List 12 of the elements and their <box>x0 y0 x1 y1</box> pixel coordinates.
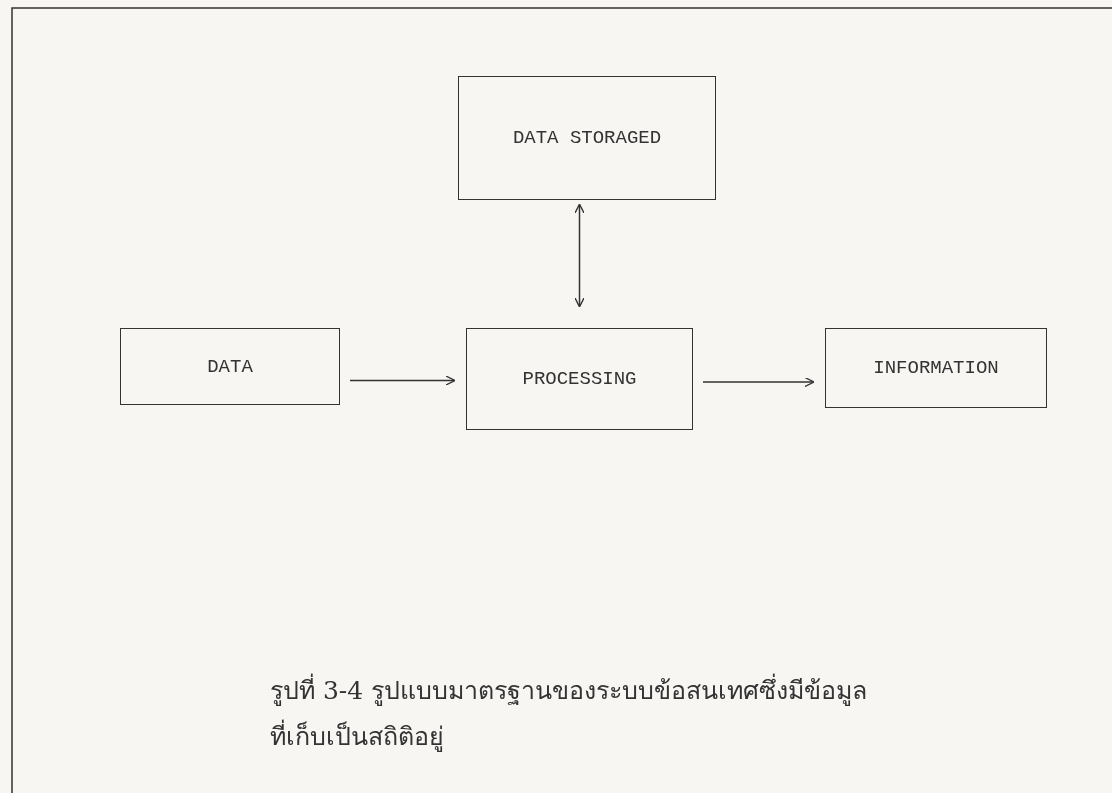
arrow <box>349 375 456 386</box>
box-label: DATA <box>207 355 253 378</box>
figure-caption: รูปที่ 3-4 รูปแบบมาตรฐานของระบบข้อสนเทศซึ่งมีข้อมูลที่เก็บเป็นสถิติอยู่ <box>270 668 870 760</box>
box-label: PROCESSING <box>522 368 637 390</box>
box-label: INFORMATION <box>873 357 999 379</box>
arrow <box>702 376 815 388</box>
process-box <box>466 328 693 430</box>
box-label: DATA STORAGED <box>512 127 662 149</box>
process-box <box>825 328 1047 408</box>
arrow <box>574 203 585 308</box>
process-box <box>120 328 340 405</box>
process-box <box>458 76 716 200</box>
